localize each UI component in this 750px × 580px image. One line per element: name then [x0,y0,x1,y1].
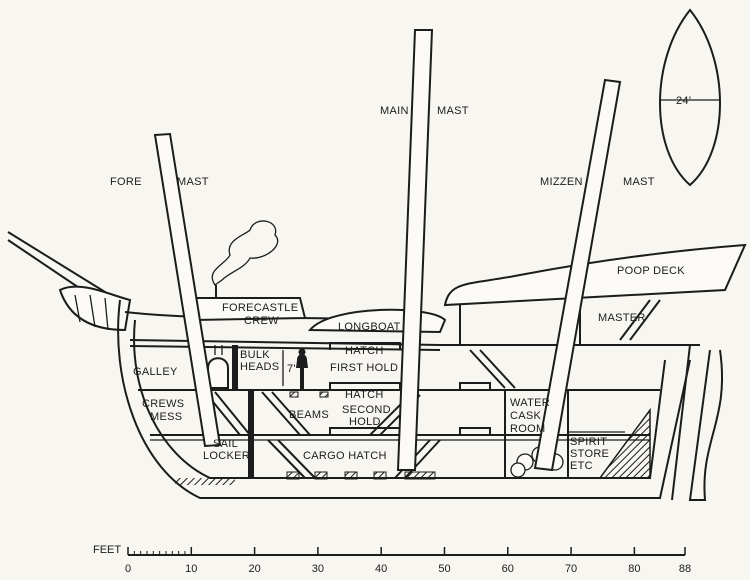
crews-mess-label-2: MESS [150,411,182,423]
ladders [204,299,661,479]
scale-tick-label: 30 [312,563,324,575]
second-hold-label-2: HOLD [349,416,381,428]
spirit-store-hatch [598,407,651,479]
second-hold-label: SECOND [342,404,391,416]
crews-mess-label: CREWS [142,398,184,410]
beams-label: BEAMS [289,409,329,421]
water-cask-label-2: CASK [510,410,542,422]
hatch-label-1: HATCH [345,345,384,357]
scale-tick-label: 10 [185,563,197,575]
height-mark: 7' [287,363,296,375]
scale-tick-label: 40 [375,563,387,575]
forecastle-label-2: CREW [244,315,279,327]
scale-unit-label: FEET [93,544,121,556]
stern-post [671,344,724,501]
mizzen-mast-label: MIZZEN [540,176,583,188]
sail-locker-label: SAIL [213,438,238,450]
water-cask-label-3: ROOM [510,423,545,435]
scale-tick-label: 70 [565,563,577,575]
galley-label: GALLEY [133,366,178,378]
fore-mast [153,132,222,448]
hull-inner [133,319,666,479]
bow-head [58,285,132,332]
scale-tick-label: 0 [125,563,131,575]
feet-scale-bar: FEET 0 10 20 30 40 50 60 70 80 88 [93,544,691,575]
scale-tick-label: 50 [438,563,450,575]
mizzen-mast [533,78,622,472]
hatch-third [329,427,401,435]
person-silhouette [296,354,308,390]
mizzen-mast-label-2: MAST [623,176,655,188]
forecastle-label: FORECASTLE [222,302,298,314]
spirit-store-label-2: STORE [570,448,609,460]
bulk-heads-label: BULK [240,349,270,361]
fore-mast-label: FORE [110,176,142,188]
bulk-heads-label-2: HEADS [240,361,279,373]
scale-tick-label: 60 [502,563,514,575]
scale-tick-label: 80 [628,563,640,575]
hatch-label-2: HATCH [345,389,384,401]
hatch-second [329,382,401,390]
bulkhead [232,345,238,390]
sail-width-label: 24' [676,95,691,107]
first-hold-label: FIRST HOLD [330,362,398,374]
beams [286,391,436,480]
main-mast-label-2: MAST [437,105,469,117]
main-mast-label: MAIN [380,105,409,117]
keel-hatching [175,478,235,485]
longboat-label: LONGBOAT [338,321,401,333]
fore-mast-label-2: MAST [177,176,209,188]
bulkhead-lower [248,390,254,478]
sail-locker-label-2: LOCKER [203,450,250,462]
master-label: MASTER [598,312,646,324]
spirit-store-label-3: ETC [570,460,593,472]
scale-tick-label: 88 [679,563,691,575]
smoke-icon [211,220,279,286]
hull-outer [117,299,691,499]
poop-deck [443,243,747,307]
main-mast [396,29,434,471]
scale-tick-label: 20 [248,563,260,575]
water-cask-label: WATER [510,397,550,409]
cargo-hatch-label: CARGO HATCH [303,450,387,462]
hatch-first [329,342,401,350]
spirit-store-label: SPIRIT [570,436,607,448]
poop-deck-label: POOP DECK [617,265,685,277]
sail-outline [659,8,721,187]
